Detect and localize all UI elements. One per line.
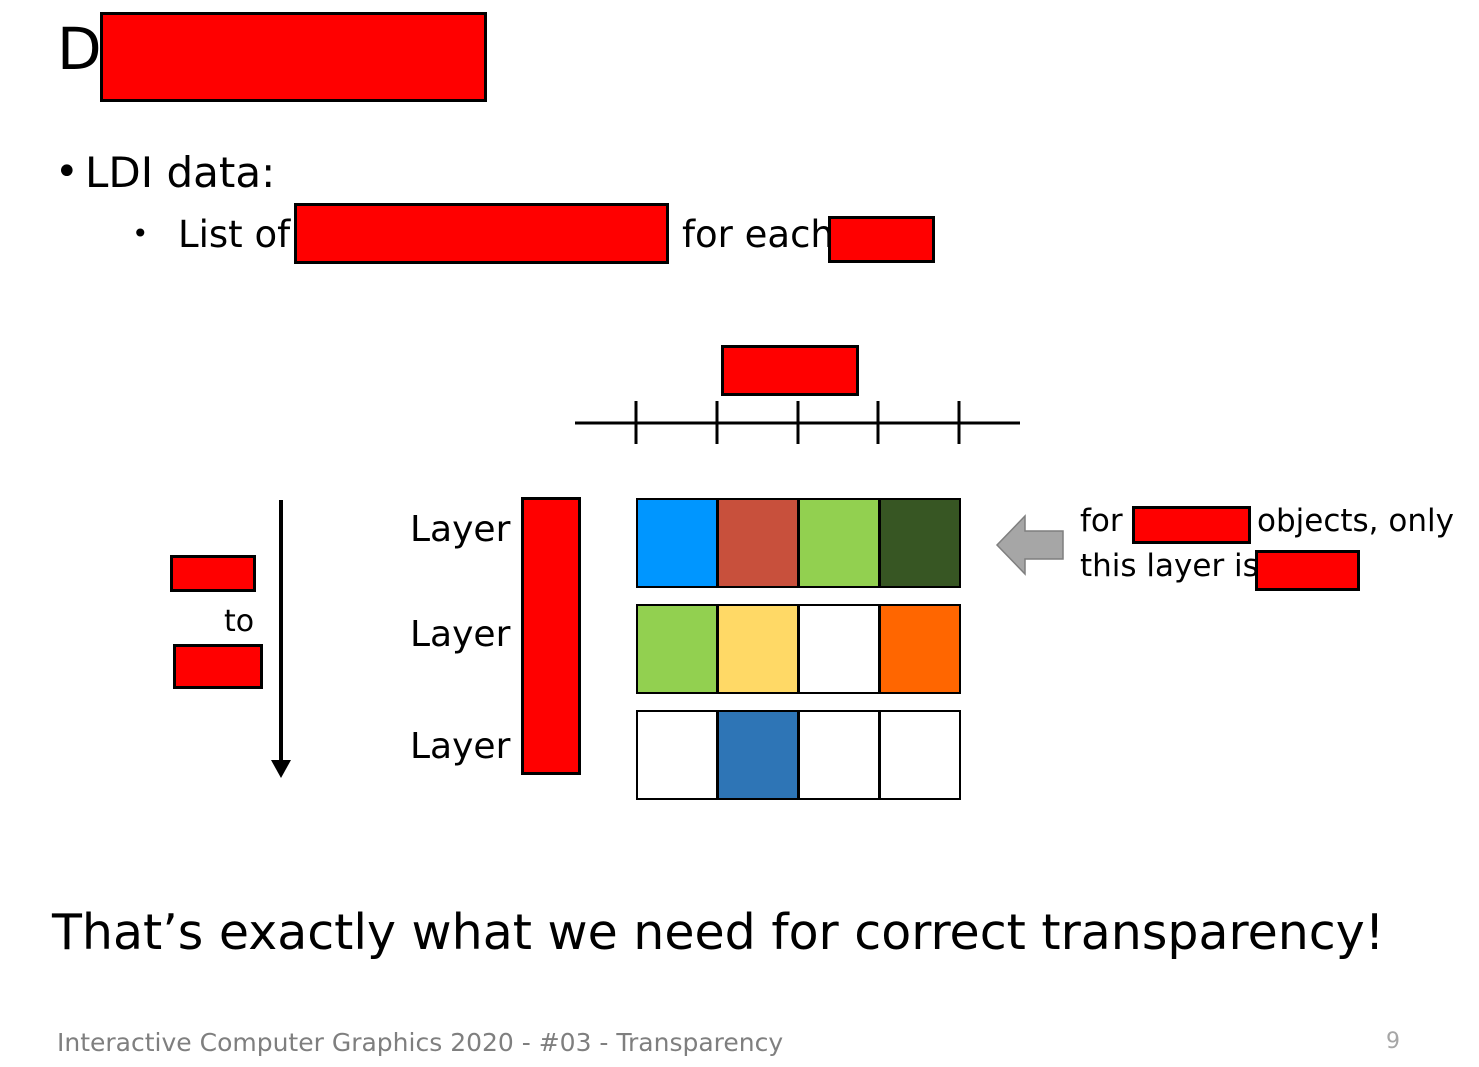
note-redaction-1 <box>1132 506 1251 544</box>
bullet-ldi-data: LDI data: <box>85 148 276 197</box>
order-label-to: to <box>224 604 255 639</box>
layer-2-cell-3 <box>798 604 880 694</box>
note-line2-prefix: this layer is <box>1080 548 1259 584</box>
layer-label-1: Layer <box>410 509 511 550</box>
layer-1-cell-3 <box>798 498 880 588</box>
sub-bullet-redaction-2 <box>828 216 935 263</box>
layer-2-cell-2 <box>717 604 799 694</box>
layer-2-cell-1 <box>636 604 718 694</box>
page-number: 9 <box>1386 1029 1400 1054</box>
bullet-dot: • <box>55 149 79 195</box>
note-redaction-2 <box>1255 550 1360 591</box>
layer-1-cell-2 <box>717 498 799 588</box>
slide-title: D <box>57 15 102 83</box>
sub-bullet-middle: for each <box>682 213 834 256</box>
order-redaction-bottom <box>173 644 263 689</box>
footer-text: Interactive Computer Graphics 2020 - #03… <box>57 1028 784 1057</box>
axis-label-redaction <box>721 345 859 396</box>
layer-1-cell-1 <box>636 498 718 588</box>
conclusion-text: That’s exactly what we need for correct … <box>52 904 1385 961</box>
note-line1-suffix: objects, only <box>1257 503 1454 539</box>
layer-2-cell-4 <box>879 604 961 694</box>
layer-1-cell-4 <box>879 498 961 588</box>
left-arrow-icon <box>995 514 1064 576</box>
sub-bullet-dot: • <box>132 217 149 250</box>
order-redaction-top <box>170 555 256 592</box>
layer-label-2: Layer <box>410 614 511 655</box>
down-arrow-icon <box>271 500 291 778</box>
title-redaction <box>100 12 487 102</box>
sub-bullet-prefix: List of <box>178 213 291 256</box>
note-line1-prefix: for <box>1080 503 1123 539</box>
layer-index-redaction <box>521 497 581 775</box>
sub-bullet-redaction-1 <box>294 203 669 264</box>
layer-3-cell-4 <box>879 710 961 800</box>
pixel-axis <box>575 401 1020 444</box>
layer-3-cell-2 <box>717 710 799 800</box>
layer-3-cell-3 <box>798 710 880 800</box>
layer-3-cell-1 <box>636 710 718 800</box>
layer-label-3: Layer <box>410 726 511 767</box>
